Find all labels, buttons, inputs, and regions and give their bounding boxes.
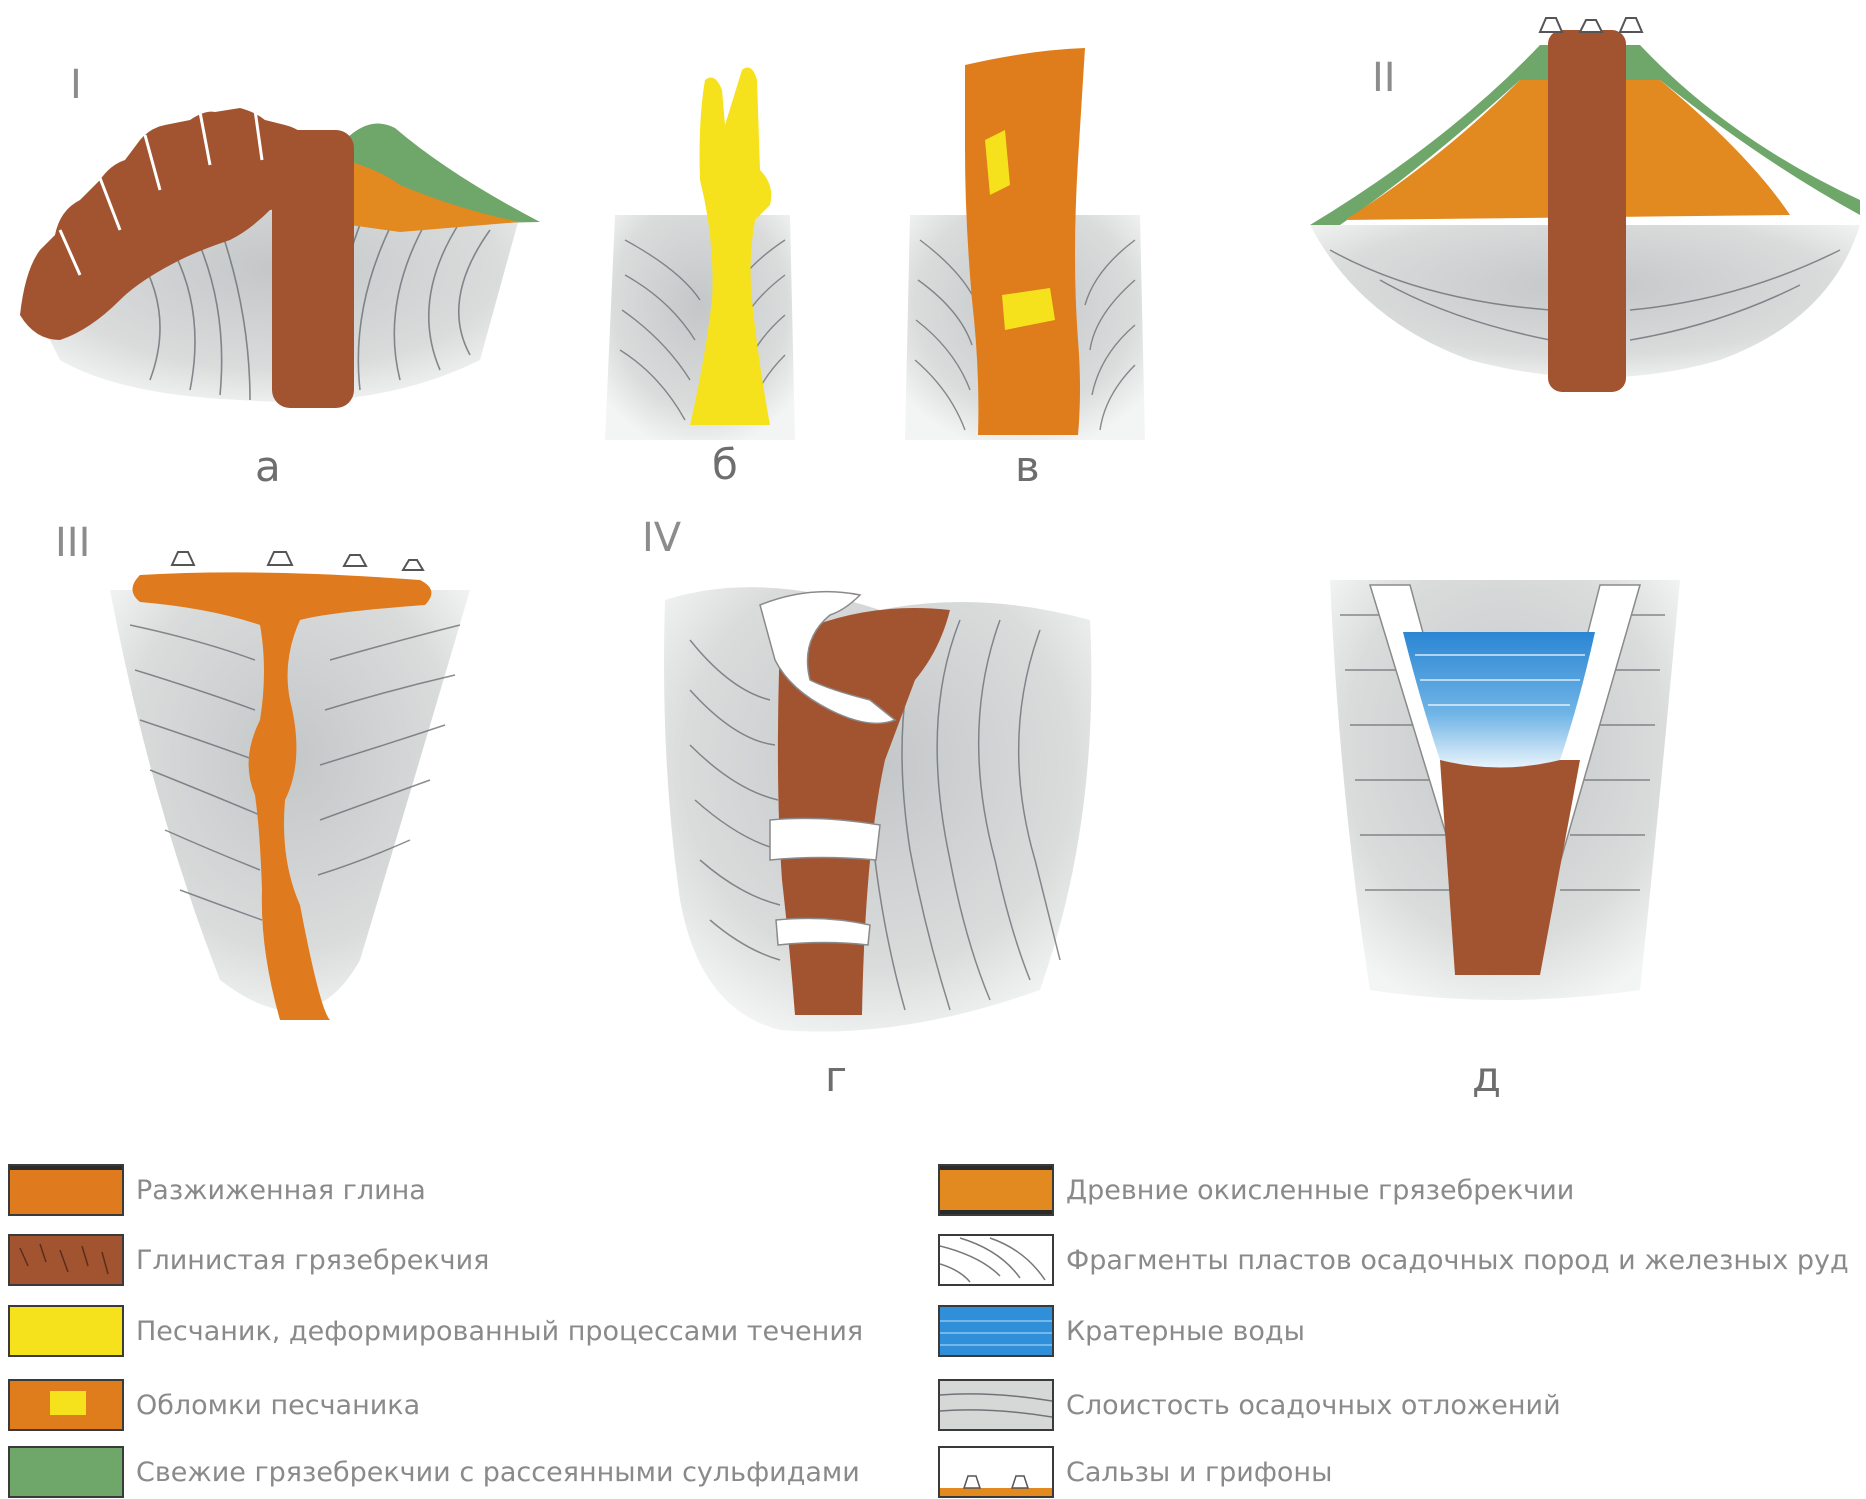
mud-volcano-diagram [0, 0, 1866, 1120]
legend-label: Слоистость осадочных отложений [1066, 1390, 1561, 1421]
legend-label: Глинистая грязебрекчия [136, 1245, 489, 1276]
legend-item-sandstone-fragments: Обломки песчаника [8, 1378, 420, 1432]
sub-label-d: д [1472, 1052, 1501, 1101]
yellow-swatch [8, 1305, 124, 1357]
green-stipple-swatch [8, 1446, 124, 1498]
legend-label: Кратерные воды [1066, 1316, 1305, 1347]
group-label-I: I [70, 62, 82, 108]
oxidized-conduit [965, 48, 1085, 435]
sub-label-b: б [712, 440, 738, 489]
panel-III [110, 552, 470, 1020]
legend-item-sediment-layers: Слоистость осадочных отложений [938, 1378, 1561, 1432]
legend-label: Свежие грязебрекчии с рассеянными сульфи… [136, 1457, 860, 1488]
orange-dark-rim-swatch [938, 1164, 1054, 1216]
legend-label: Фрагменты пластов осадочных пород и желе… [1066, 1245, 1849, 1276]
strata-fragment-lower [776, 918, 870, 945]
salse-cones [1540, 18, 1642, 32]
legend-label: Песчаник, деформированный процессами теч… [136, 1316, 863, 1347]
gray-layered-swatch [938, 1379, 1054, 1431]
legend-label: Обломки песчаника [136, 1390, 420, 1421]
blue-wave-swatch [938, 1305, 1054, 1357]
panel-g [664, 587, 1091, 1032]
panel-d [1330, 580, 1680, 1000]
legend-label: Древние окисленные грязебрекчии [1066, 1175, 1574, 1206]
legend-label: Разжиженная глина [136, 1175, 426, 1206]
group-label-II: II [1372, 55, 1396, 101]
legend-item-clay-breccia: Глинистая грязебрекчия [8, 1233, 489, 1287]
small-cones-swatch [938, 1446, 1054, 1498]
panel-a [20, 108, 540, 408]
legend-item-sandstone: Песчаник, деформированный процессами теч… [8, 1304, 863, 1358]
legend-item-crater-water: Кратерные воды [938, 1304, 1305, 1358]
legend-item-strata-fragments: Фрагменты пластов осадочных пород и желе… [938, 1233, 1849, 1287]
legend-label: Сальзы и грифоны [1066, 1457, 1332, 1488]
central-conduit [1548, 30, 1626, 392]
central-conduit [272, 130, 354, 408]
curved-lines-swatch [938, 1234, 1054, 1286]
legend-item-liquefied-mud: Разжиженная глина [8, 1163, 426, 1217]
brown-clasts-swatch [8, 1234, 124, 1286]
panel-v [905, 48, 1145, 440]
group-label-IV: IV [642, 515, 681, 561]
sub-label-g: г [825, 1052, 847, 1101]
salse-cones [172, 552, 423, 570]
orange-stipple-swatch [8, 1164, 124, 1216]
panel-b [605, 68, 795, 440]
legend-item-salses: Сальзы и грифоны [938, 1445, 1332, 1499]
sub-label-v: в [1015, 442, 1040, 491]
orange-with-yellow-blocks-swatch [8, 1379, 124, 1431]
strata-fragment-mid [770, 818, 880, 860]
sub-label-a: а [255, 442, 281, 491]
legend-item-ancient-oxidized-breccia: Древние окисленные грязебрекчии [938, 1163, 1574, 1217]
legend-item-fresh-breccia: Свежие грязебрекчии с рассеянными сульфи… [8, 1445, 860, 1499]
group-label-III: III [55, 520, 90, 566]
